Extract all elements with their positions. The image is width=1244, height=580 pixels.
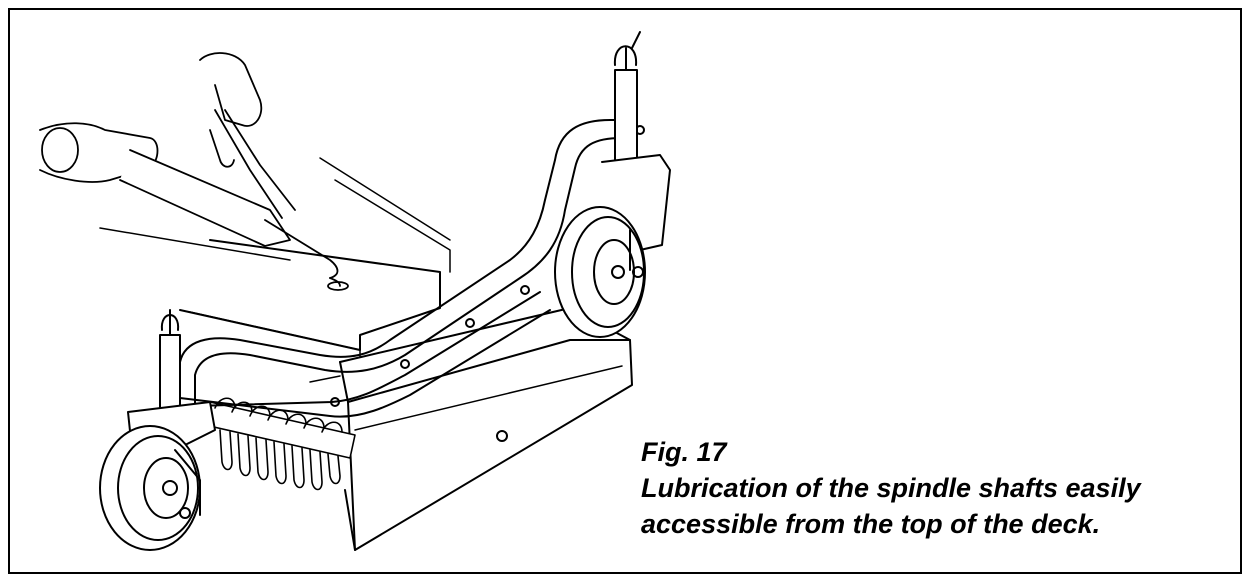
left-caster xyxy=(99,309,216,551)
caption-line-1: Lubrication of the spindle shafts easily xyxy=(641,473,1141,503)
tine-row xyxy=(204,397,356,491)
right-caster xyxy=(554,31,671,338)
mower-deck-illustration xyxy=(39,31,671,551)
figure-label: Fig. 17 xyxy=(641,437,727,467)
caption-line-2: accessible from the top of the deck. xyxy=(641,509,1101,539)
figure-caption: Fig. 17 Lubrication of the spindle shaft… xyxy=(641,434,1241,542)
figure-frame: Fig. 17 Lubrication of the spindle shaft… xyxy=(8,8,1242,574)
grease-gun-hands xyxy=(39,52,349,291)
handle-frame xyxy=(179,119,645,418)
front-housing xyxy=(339,307,633,551)
